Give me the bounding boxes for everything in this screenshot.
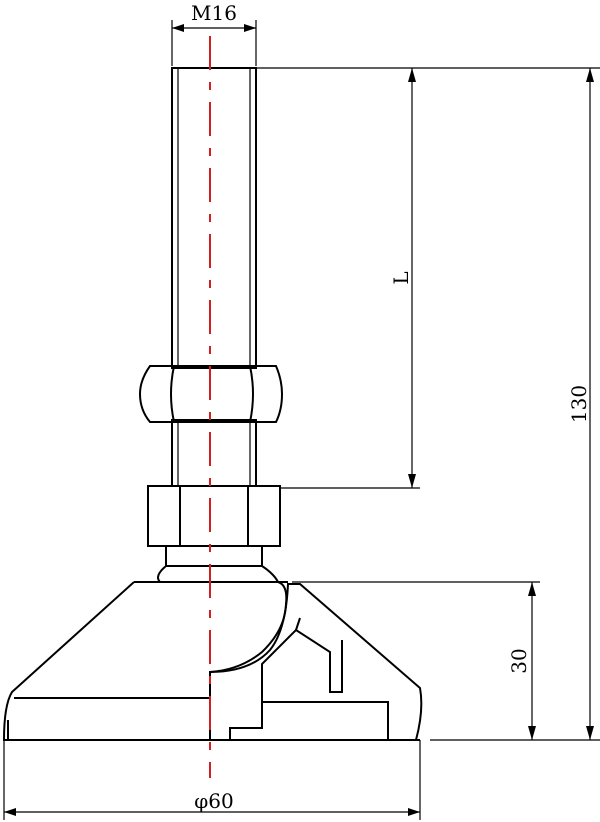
dimension-base-height: 30	[292, 581, 540, 741]
hex-nut	[138, 365, 284, 423]
dimension-thread: M16	[171, 1, 257, 66]
label-thread: M16	[191, 1, 237, 25]
label-length: L	[389, 271, 413, 284]
dimension-base-diameter: φ60	[3, 740, 421, 820]
label-base-height: 30	[507, 648, 531, 673]
label-overall-height: 130	[567, 385, 591, 423]
threaded-stud	[171, 67, 257, 487]
label-base-diameter: φ60	[194, 789, 233, 813]
dimension-overall-height: 130	[420, 67, 600, 741]
dimension-length: L	[256, 67, 420, 489]
hex-body	[147, 485, 281, 567]
base-assembly	[2, 565, 423, 741]
